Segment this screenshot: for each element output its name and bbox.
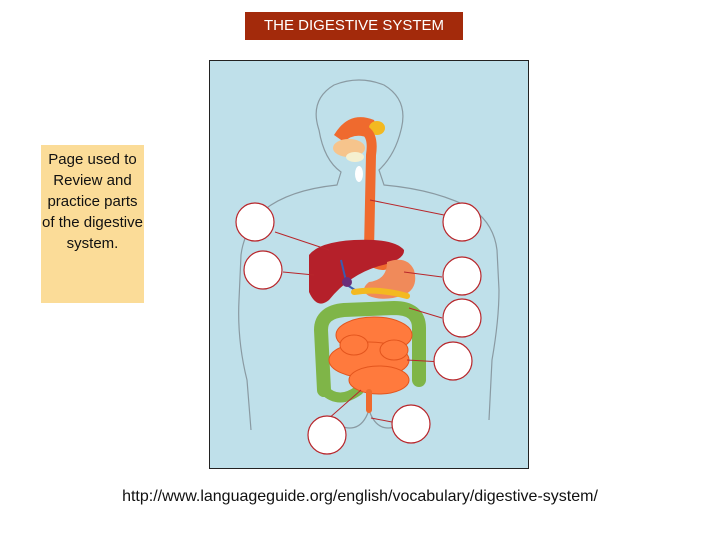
label-circle-2 bbox=[442, 202, 482, 242]
small-intestine-shape bbox=[328, 316, 413, 395]
salivary-gland-top bbox=[369, 121, 385, 135]
page-title: THE DIGESTIVE SYSTEM bbox=[245, 12, 463, 40]
liver-shape bbox=[309, 239, 405, 304]
source-url[interactable]: http://www.languageguide.org/english/voc… bbox=[122, 488, 598, 505]
teeth-shape bbox=[346, 152, 364, 162]
label-circle-4 bbox=[442, 256, 482, 296]
gallbladder-shape bbox=[342, 277, 352, 287]
label-circle-8 bbox=[391, 404, 431, 444]
pointer-lines bbox=[274, 199, 445, 424]
large-intestine-shape bbox=[313, 300, 426, 397]
pancreas-shape bbox=[351, 287, 410, 299]
label-circle-1 bbox=[235, 202, 275, 242]
label-circle-5 bbox=[442, 298, 482, 338]
appendix-shape bbox=[319, 385, 364, 403]
digestive-system-diagram bbox=[209, 60, 529, 469]
label-circle-6 bbox=[433, 341, 473, 381]
label-circle-3 bbox=[243, 250, 283, 290]
note-box: Page used to Review and practice parts o… bbox=[41, 145, 144, 303]
salivary-gland-bottom bbox=[355, 166, 363, 182]
label-circle-7 bbox=[307, 415, 347, 455]
